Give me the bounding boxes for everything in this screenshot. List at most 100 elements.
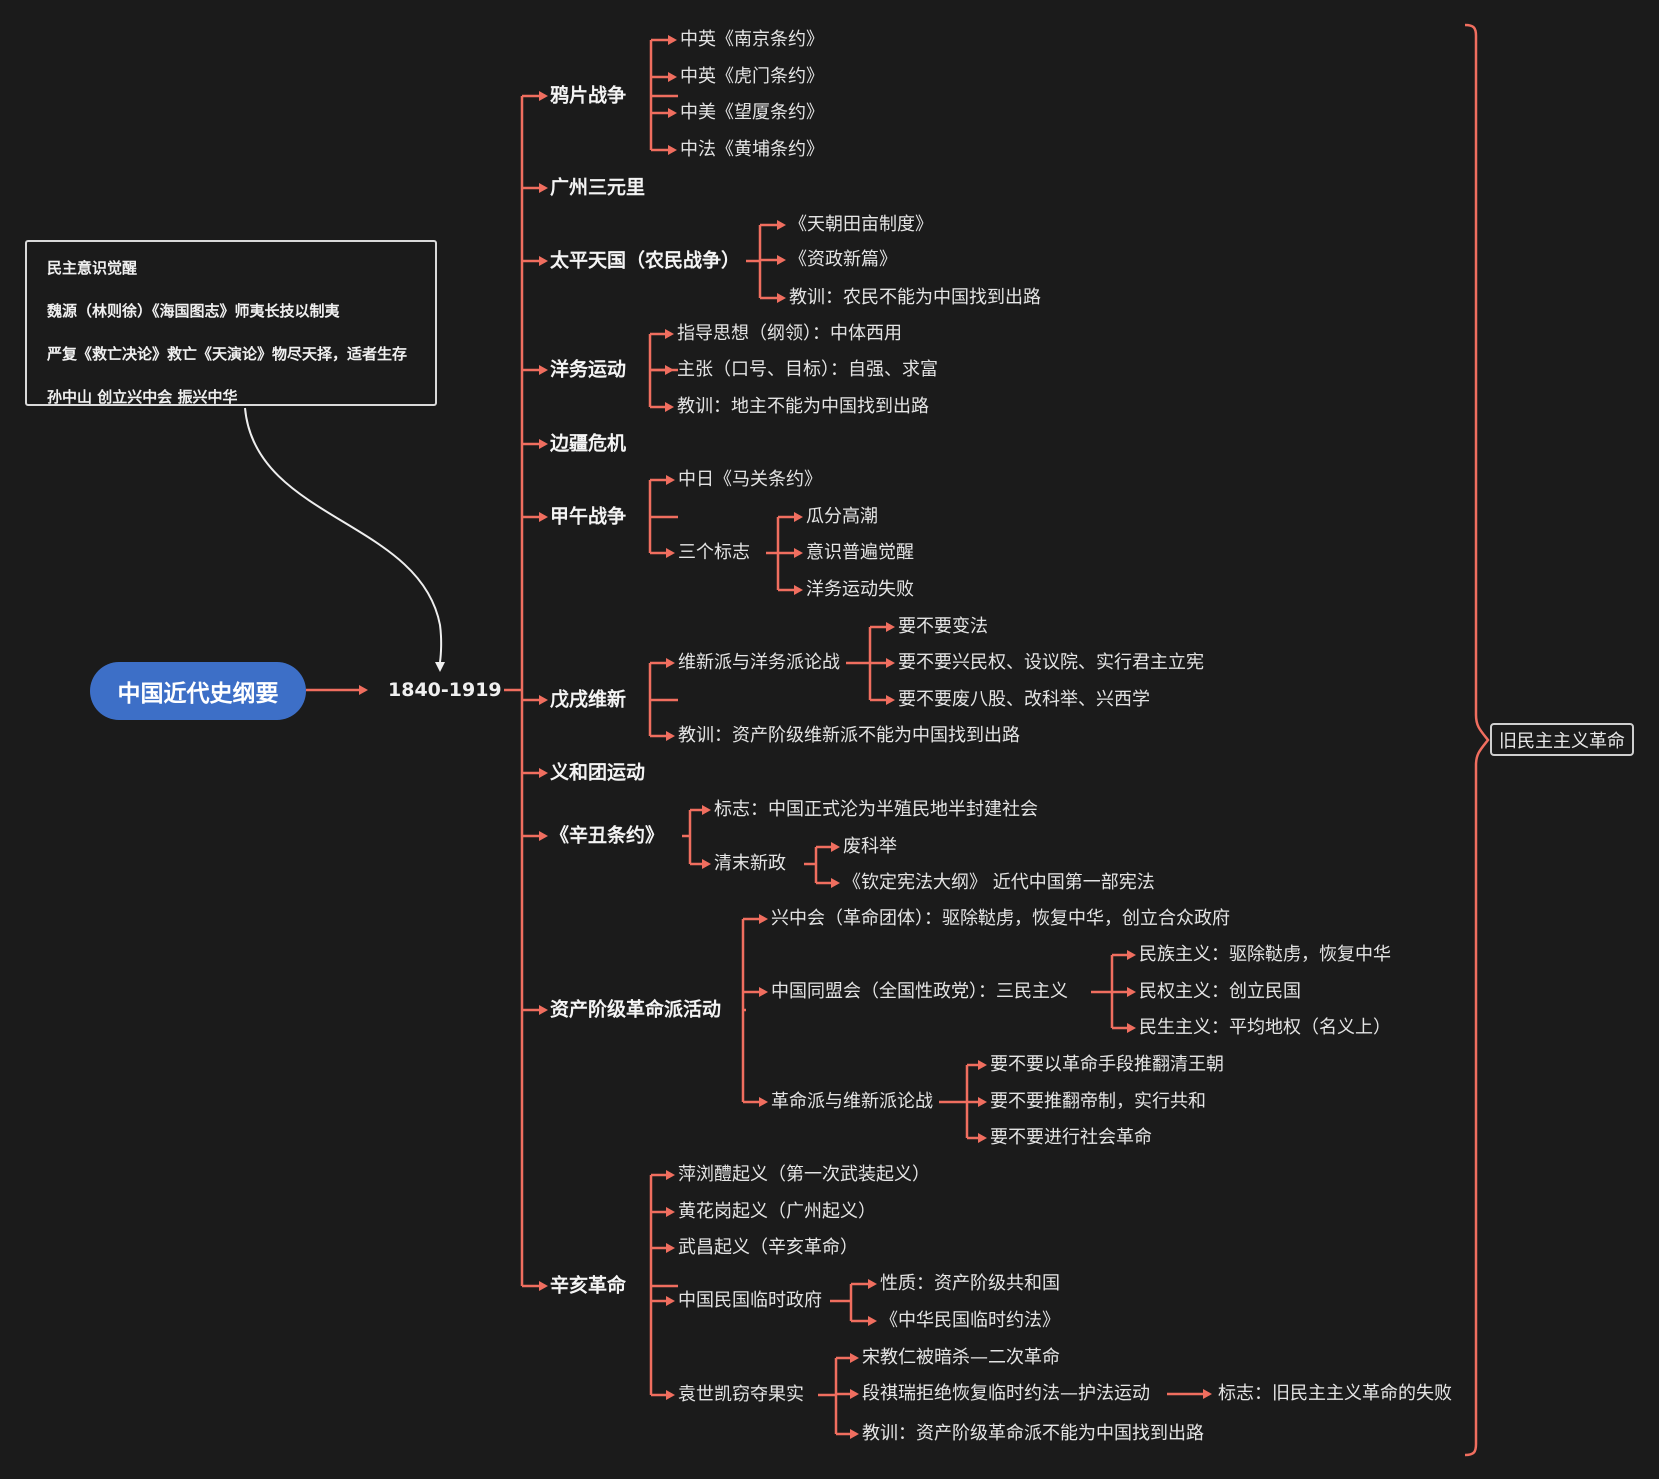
summary-label[interactable]: 旧民主主义革命 (1490, 723, 1634, 756)
arrow-icon (666, 1243, 675, 1253)
topic-node[interactable]: 鸦片战争 (550, 84, 627, 107)
leaf-node[interactable]: 废科举 (843, 836, 897, 857)
leaf-node[interactable]: 民权主义：创立民国 (1139, 981, 1301, 1002)
arrow-icon (759, 914, 768, 924)
leaf-node[interactable]: 要不要推翻帝制，实行共和 (990, 1091, 1206, 1112)
arrow-icon (978, 1060, 987, 1070)
arrow-icon (539, 1005, 548, 1015)
subtopic-node[interactable]: 教训：资产阶级维新派不能为中国找到出路 (678, 725, 1020, 746)
leaf-node[interactable]: 宋教仁被暗杀—二次革命 (862, 1347, 1060, 1368)
arrow-icon (668, 108, 677, 118)
arrow-icon (777, 255, 786, 265)
arrow-icon (759, 1097, 768, 1107)
arrow-icon (539, 183, 548, 193)
arrow-icon (886, 622, 895, 632)
note-line: 魏源（林则徐）《海国图志》师夷长技以制夷 (47, 302, 340, 320)
leaf-node[interactable]: 民生主义：平均地权（名义上） (1139, 1017, 1391, 1038)
arrow-icon (794, 512, 803, 522)
topic-node[interactable]: 广州三元里 (550, 176, 646, 199)
leaf-node[interactable]: 教训：资产阶级革命派不能为中国找到出路 (862, 1423, 1204, 1444)
leaf-node[interactable]: 《中华民国临时约法》 (880, 1310, 1060, 1331)
leaf-node[interactable]: 要不要进行社会革命 (990, 1127, 1152, 1148)
arrow-icon (978, 1097, 987, 1107)
leaf-node[interactable]: 性质：资产阶级共和国 (880, 1273, 1060, 1294)
subtopic-node[interactable]: 武昌起义（辛亥革命） (678, 1237, 858, 1258)
leaf-node[interactable]: 标志：旧民主主义革命的失败 (1218, 1383, 1452, 1404)
arrow-icon (435, 662, 445, 672)
arrow-icon (1127, 987, 1136, 997)
subtopic-node[interactable]: 《天朝田亩制度》 (789, 214, 933, 235)
topic-node[interactable]: 义和团运动 (550, 761, 646, 784)
leaf-node[interactable]: 要不要废八股、改科举、兴西学 (898, 689, 1150, 710)
leaf-node[interactable]: 意识普遍觉醒 (806, 542, 914, 563)
arrow-icon (794, 585, 803, 595)
topic-node[interactable]: 资产阶级革命派活动 (550, 998, 722, 1021)
leaf-node[interactable]: 民族主义：驱除鞑虏，恢复中华 (1139, 944, 1391, 965)
arrow-icon (868, 1316, 877, 1326)
arrow-icon (831, 878, 840, 888)
leaf-node[interactable]: 要不要以革命手段推翻清王朝 (990, 1054, 1224, 1075)
subtopic-node[interactable]: 《资政新篇》 (789, 249, 897, 270)
arrow-icon (777, 293, 786, 303)
arrow-icon (666, 731, 675, 741)
arrow-icon (666, 548, 675, 558)
arrow-icon (539, 439, 548, 449)
subtopic-node[interactable]: 教训：地主不能为中国找到出路 (677, 396, 929, 417)
leaf-node[interactable]: 段祺瑞拒绝恢复临时约法—护法运动 (862, 1383, 1150, 1404)
arrow-icon (850, 1389, 859, 1399)
arrow-icon (665, 402, 674, 412)
subtopic-node[interactable]: 主张（口号、目标）：自强、求富 (677, 359, 938, 380)
arrow-icon (539, 768, 548, 778)
subtopic-node[interactable]: 清末新政 (714, 853, 786, 874)
arrow-icon (702, 805, 711, 815)
topic-node[interactable]: 戊戌维新 (550, 688, 627, 711)
subtopic-node[interactable]: 兴中会（革命团体）：驱除鞑虏，恢复中华，创立合众政府 (771, 908, 1230, 929)
topic-node[interactable]: 太平天国（农民战争） (550, 249, 741, 272)
subtopic-node[interactable]: 中国民国临时政府 (678, 1290, 822, 1311)
leaf-node[interactable]: 《钦定宪法大纲》 近代中国第一部宪法 (843, 872, 1155, 893)
arrow-icon (978, 1133, 987, 1143)
arrow-icon (539, 1281, 548, 1291)
subtopic-node[interactable]: 萍浏醴起义（第一次武装起义） (678, 1164, 930, 1185)
subtopic-node[interactable]: 标志：中国正式沦为半殖民地半封建社会 (714, 799, 1038, 820)
subtopic-node[interactable]: 中日《马关条约》 (678, 469, 822, 490)
topic-node[interactable]: 洋务运动 (550, 358, 627, 381)
leaf-node[interactable]: 要不要变法 (898, 616, 988, 637)
subtopic-node[interactable]: 革命派与维新派论战 (771, 1091, 933, 1112)
subtopic-node[interactable]: 袁世凯窃夺果实 (678, 1384, 804, 1405)
topic-node[interactable]: 《辛丑条约》 (550, 824, 665, 847)
leaf-node[interactable]: 瓜分高潮 (806, 506, 878, 527)
subtopic-node[interactable]: 中美《望厦条约》 (680, 102, 824, 123)
subtopic-node[interactable]: 中法《黄埔条约》 (680, 139, 824, 160)
arrow-icon (539, 695, 548, 705)
arrow-icon (666, 1296, 675, 1306)
subtopic-node[interactable]: 教训：农民不能为中国找到出路 (789, 287, 1041, 308)
arrow-icon (886, 695, 895, 705)
subtopic-node[interactable]: 维新派与洋务派论战 (678, 652, 840, 673)
period-node[interactable]: 1840-1919 (388, 679, 502, 701)
note-curve (244, 407, 443, 663)
leaf-node[interactable]: 要不要兴民权、设议院、实行君主立宪 (898, 652, 1204, 673)
subtopic-node[interactable]: 三个标志 (678, 542, 750, 563)
note-line: 严复《救亡决论》救亡《天演论》物尽天择，适者生存 (47, 345, 408, 363)
root-node[interactable]: 中国近代史纲要 (90, 662, 306, 720)
arrow-icon (850, 1429, 859, 1439)
topic-node[interactable]: 甲午战争 (550, 505, 627, 528)
arrow-icon (359, 685, 368, 695)
summary-brace (1464, 23, 1490, 1457)
note-line: 民主意识觉醒 (47, 259, 138, 277)
leaf-node[interactable]: 洋务运动失败 (806, 579, 914, 600)
arrow-icon (539, 831, 548, 841)
subtopic-node[interactable]: 中国同盟会（全国性政党）：三民主义 (771, 981, 1068, 1002)
topic-node[interactable]: 辛亥革命 (550, 1274, 627, 1297)
arrow-icon (868, 1279, 877, 1289)
arrow-icon (539, 256, 548, 266)
subtopic-node[interactable]: 黄花岗起义（广州起义） (678, 1201, 876, 1222)
arrow-icon (666, 475, 675, 485)
subtopic-node[interactable]: 中英《虎门条约》 (680, 66, 824, 87)
topic-node[interactable]: 边疆危机 (550, 432, 627, 455)
subtopic-node[interactable]: 指导思想（纲领）：中体西用 (677, 323, 902, 344)
arrow-icon (702, 859, 711, 869)
subtopic-node[interactable]: 中英《南京条约》 (680, 29, 824, 50)
